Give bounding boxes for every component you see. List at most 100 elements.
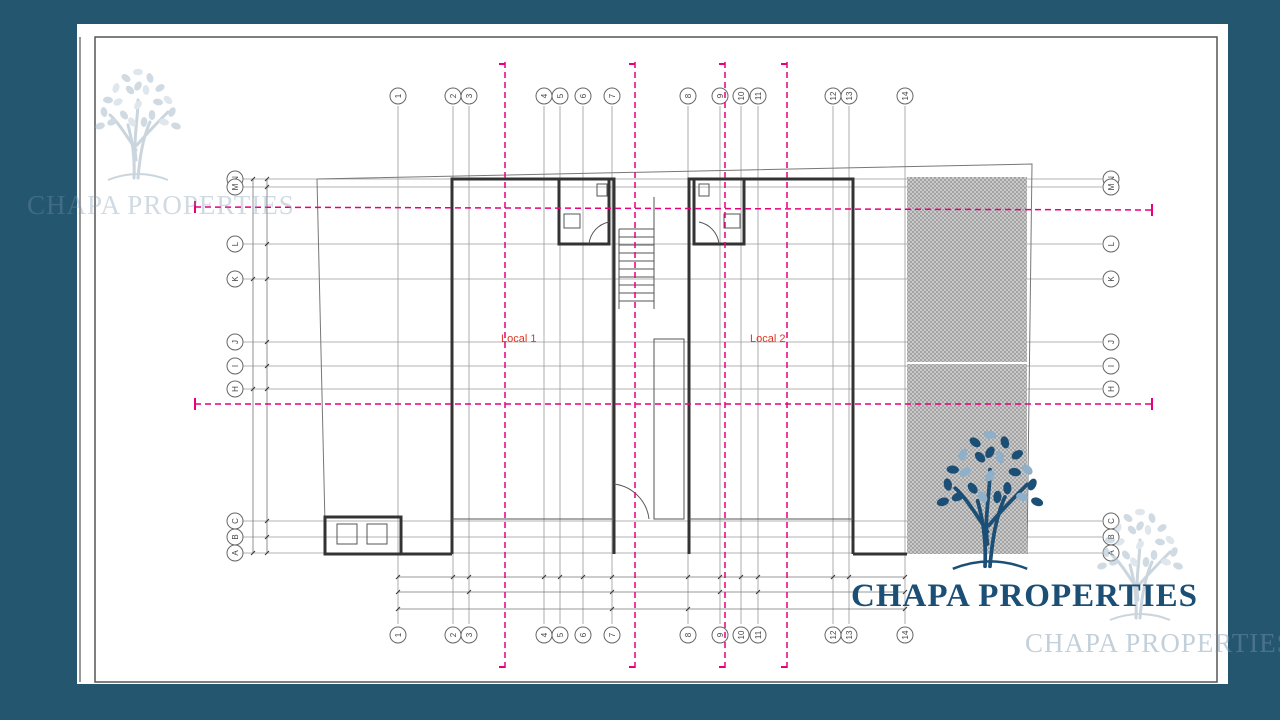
svg-text:4: 4 bbox=[540, 632, 549, 637]
axis-bubble: 7 bbox=[603, 87, 621, 105]
svg-text:3: 3 bbox=[465, 93, 474, 98]
svg-text:12: 12 bbox=[829, 91, 838, 100]
axis-bubble: M bbox=[1102, 178, 1120, 196]
building-outline-left bbox=[316, 178, 326, 525]
svg-text:L: L bbox=[231, 241, 240, 246]
watermark-brand-text-top-left: CHAPA PROPERTIES bbox=[27, 190, 295, 220]
svg-text:11: 11 bbox=[754, 630, 763, 639]
axis-bubble: H bbox=[226, 380, 244, 398]
svg-text:C: C bbox=[231, 518, 240, 524]
svg-text:C: C bbox=[1107, 518, 1116, 524]
svg-text:11: 11 bbox=[754, 91, 763, 100]
axis-bubble: 5 bbox=[551, 87, 569, 105]
hatched-area-upper bbox=[907, 177, 1027, 362]
axis-bubble: 5 bbox=[551, 626, 569, 644]
svg-text:8: 8 bbox=[684, 93, 693, 98]
axis-bubble: 14 bbox=[896, 87, 914, 105]
axis-bubble: K bbox=[226, 270, 244, 288]
svg-text:B: B bbox=[231, 534, 240, 539]
room-label-local-2: Local 2 bbox=[750, 333, 785, 345]
watermark-brand-text-bottom-right: CHAPA PROPERTIES bbox=[1025, 628, 1280, 658]
drawing-frame bbox=[94, 36, 1218, 683]
svg-text:H: H bbox=[1107, 386, 1116, 392]
axis-bubble: 2 bbox=[444, 87, 462, 105]
walls bbox=[323, 177, 907, 556]
floor-plan-drawing: 11223344556677889910101111121213131414NN… bbox=[79, 36, 1218, 683]
tree-logo-watermark-top-left bbox=[95, 68, 181, 181]
svg-text:2: 2 bbox=[449, 632, 458, 637]
axis-bubble: C bbox=[226, 512, 244, 530]
axis-bubble: B bbox=[226, 528, 244, 546]
axis-bubble: 8 bbox=[679, 87, 697, 105]
axis-bubble: J bbox=[226, 333, 244, 351]
axis-bubble: 12 bbox=[824, 87, 842, 105]
axis-bubble: 4 bbox=[535, 87, 553, 105]
hatched-area-lower bbox=[907, 364, 1027, 554]
axis-bubble: L bbox=[226, 235, 244, 253]
axis-bubble: I bbox=[226, 357, 244, 375]
axis-bubble: J bbox=[1102, 333, 1120, 351]
svg-text:13: 13 bbox=[845, 91, 854, 100]
svg-text:6: 6 bbox=[579, 632, 588, 637]
axis-bubble: 7 bbox=[603, 626, 621, 644]
building-outline bbox=[316, 163, 1033, 555]
bathroom-1 bbox=[557, 177, 611, 246]
svg-text:13: 13 bbox=[845, 630, 854, 639]
svg-text:8: 8 bbox=[684, 632, 693, 637]
axis-bubble: 1 bbox=[389, 87, 407, 105]
svg-text:J: J bbox=[1107, 340, 1116, 344]
axis-bubble: H bbox=[1102, 380, 1120, 398]
svg-text:6: 6 bbox=[579, 93, 588, 98]
floor-plan-sheet: 11223344556677889910101111121213131414NN… bbox=[77, 24, 1228, 684]
axis-bubble: M bbox=[226, 178, 244, 196]
axis-bubble: 1 bbox=[389, 626, 407, 644]
stairs bbox=[618, 197, 655, 309]
svg-text:4: 4 bbox=[540, 93, 549, 98]
tree-logo-watermark-bottom-right bbox=[1097, 508, 1183, 621]
axis-bubble: 14 bbox=[896, 626, 914, 644]
svg-text:H: H bbox=[231, 386, 240, 392]
svg-text:L: L bbox=[1107, 241, 1116, 246]
svg-text:J: J bbox=[231, 340, 240, 344]
axis-bubble: 8 bbox=[679, 626, 697, 644]
axis-bubble: 4 bbox=[535, 626, 553, 644]
axis-bubble: 9 bbox=[711, 87, 729, 105]
interior-details bbox=[336, 183, 853, 545]
svg-text:9: 9 bbox=[716, 93, 725, 98]
axis-bubble: 6 bbox=[574, 87, 592, 105]
svg-text:K: K bbox=[231, 276, 240, 282]
svg-text:A: A bbox=[1107, 550, 1116, 556]
axis-bubble: 2 bbox=[444, 626, 462, 644]
axis-bubble: 10 bbox=[732, 626, 750, 644]
tree-logo-main bbox=[936, 430, 1044, 570]
svg-text:2: 2 bbox=[449, 93, 458, 98]
svg-text:10: 10 bbox=[737, 630, 746, 639]
brand-logo-text: CHAPA PROPERTIES bbox=[851, 578, 1199, 614]
svg-text:5: 5 bbox=[556, 632, 565, 637]
local-1-walls bbox=[450, 177, 616, 554]
svg-text:12: 12 bbox=[829, 630, 838, 639]
axis-bubble: I bbox=[1102, 357, 1120, 375]
svg-text:M: M bbox=[231, 183, 240, 190]
local-2-walls bbox=[687, 177, 855, 554]
axis-bubble: A bbox=[226, 544, 244, 562]
axis-bubble: 12 bbox=[824, 626, 842, 644]
axis-bubble: 3 bbox=[460, 626, 478, 644]
grid-axis-bubbles: 11223344556677889910101111121213131414NN… bbox=[226, 87, 1120, 644]
axis-bubble: 3 bbox=[460, 87, 478, 105]
axis-bubble: 13 bbox=[840, 87, 858, 105]
room-label-local-1: Local 1 bbox=[501, 333, 536, 345]
svg-text:I: I bbox=[231, 365, 240, 367]
svg-text:1: 1 bbox=[394, 632, 403, 637]
svg-text:14: 14 bbox=[901, 91, 910, 100]
section-cut-ends bbox=[194, 63, 1153, 668]
axis-bubble: L bbox=[1102, 235, 1120, 253]
dimension-lines bbox=[250, 176, 908, 612]
svg-text:7: 7 bbox=[608, 93, 617, 98]
svg-text:M: M bbox=[1107, 183, 1116, 190]
svg-text:I: I bbox=[1107, 365, 1116, 367]
service-room-walls bbox=[323, 515, 452, 556]
bathroom-2 bbox=[692, 177, 746, 246]
axis-bubble: 10 bbox=[732, 87, 750, 105]
